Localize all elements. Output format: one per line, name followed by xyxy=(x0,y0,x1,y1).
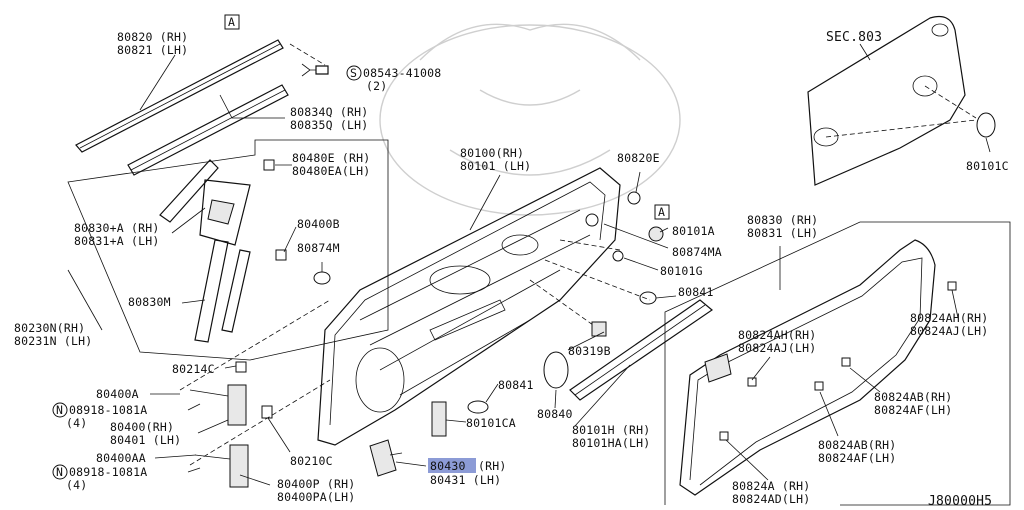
bolt-80210c xyxy=(261,405,273,419)
lower-trim-strip xyxy=(569,299,713,401)
sec803-panel xyxy=(807,15,966,186)
label-80480ea: 80480EA(LH) xyxy=(292,164,370,178)
ref-marker-a-1 xyxy=(224,14,240,30)
label-80101h: 80101H (RH) xyxy=(572,423,650,437)
label-80831lh: 80831 (LH) xyxy=(747,226,818,240)
label-80831a: 80831+A (LH) xyxy=(74,234,159,248)
label-80430-rh: (RH) xyxy=(478,459,507,473)
label-80100: 80100(RH) xyxy=(460,146,524,160)
door-inner-panel xyxy=(317,167,621,446)
label-80824ah-left: 80824AH(RH) xyxy=(738,328,816,342)
ref-marker-a-1-text: A xyxy=(228,15,235,29)
label-80830a: 80830+A (RH) xyxy=(74,221,159,235)
label-sec803: SEC.803 xyxy=(826,30,882,45)
lower-hinge xyxy=(194,444,249,488)
label-08543: 08543-41008 xyxy=(363,66,441,80)
labels: A A S N N 80820 (RH) 80821 (LH) 08543-41… xyxy=(14,15,1009,509)
label-80400p: 80400P (RH) xyxy=(277,477,355,491)
label-80820e: 80820E xyxy=(617,151,660,165)
label-80210c: 80210C xyxy=(290,454,333,468)
label-80214c: 80214C xyxy=(172,362,215,376)
label-80101c: 80101C xyxy=(966,159,1009,173)
ref-marker-a-2-text: A xyxy=(658,205,665,219)
label-08543-qty: (2) xyxy=(366,79,387,93)
seal-80840 xyxy=(543,351,569,389)
label-80400b: 80400B xyxy=(297,217,340,231)
s-symbol-text: S xyxy=(350,66,357,80)
label-80840: 80840 xyxy=(537,407,573,421)
label-80231n: 80231N (LH) xyxy=(14,334,92,348)
window-regulator xyxy=(159,159,251,343)
outer-weatherstrip xyxy=(75,39,284,153)
highlight-80430 xyxy=(428,458,476,473)
label-80841-right: 80841 xyxy=(678,285,714,299)
grommet-80874m xyxy=(313,271,331,285)
label-80101ha: 80101HA(LH) xyxy=(572,436,650,450)
s-symbol-circle xyxy=(346,65,362,81)
label-80400rh: 80400(RH) xyxy=(110,420,174,434)
label-80101a: 80101A xyxy=(672,224,715,238)
bolt-80400b xyxy=(275,249,287,261)
regulator-group-outline xyxy=(67,139,389,361)
label-80230n: 80230N(RH) xyxy=(14,321,85,335)
label-80430: 80430 xyxy=(430,459,466,473)
label-80101: 80101 (LH) xyxy=(460,159,531,173)
label-80841-left: 80841 xyxy=(498,378,534,392)
door-weatherstrip xyxy=(679,239,936,496)
label-80824aj-right: 80824AJ(LH) xyxy=(910,324,988,338)
label-80431: 80431 (LH) xyxy=(430,473,501,487)
label-08918-a: 08918-1081A xyxy=(69,403,147,417)
leader-lines xyxy=(67,43,991,486)
label-80101ca: 80101CA xyxy=(466,416,516,430)
bolt-80214c xyxy=(235,361,247,373)
bolt-80480e xyxy=(263,159,275,171)
label-80821: 80821 (LH) xyxy=(117,43,188,57)
inner-weatherstrip xyxy=(127,84,289,176)
label-80824af-2: 80824AF(LH) xyxy=(818,451,896,465)
label-08918-b: 08918-1081A xyxy=(69,465,147,479)
weatherstrip-clips xyxy=(719,281,957,441)
clip-80319b xyxy=(591,321,607,337)
trim-clip-row xyxy=(585,191,664,305)
label-80835q: 80835Q (LH) xyxy=(290,118,368,132)
n-symbol-circle-2 xyxy=(52,464,68,480)
label-80824ab-1: 80824AB(RH) xyxy=(874,390,952,404)
plug-80101c xyxy=(976,112,996,138)
ref-marker-a-2 xyxy=(654,204,670,220)
label-80401lh: 80401 (LH) xyxy=(110,433,181,447)
diagram-id: J80000H5 xyxy=(928,494,992,509)
weatherstrip-group-outline xyxy=(664,221,1011,506)
label-80400a: 80400A xyxy=(96,387,139,401)
label-80834q: 80834Q (RH) xyxy=(290,105,368,119)
door-lock-80430 xyxy=(369,439,403,477)
label-80480e: 80480E (RH) xyxy=(292,151,370,165)
label-80824af-1: 80824AF(LH) xyxy=(874,403,952,417)
label-80820: 80820 (RH) xyxy=(117,30,188,44)
label-80400aa: 80400AA xyxy=(96,451,146,465)
label-80400pa: 80400PA(LH) xyxy=(277,490,355,504)
label-80874m: 80874M xyxy=(297,241,340,255)
screw-08543 xyxy=(301,63,329,77)
pad-80101ca xyxy=(431,401,447,437)
label-80319b: 80319B xyxy=(568,344,611,358)
label-80830rh: 80830 (RH) xyxy=(747,213,818,227)
n-symbol-circle-1 xyxy=(52,402,68,418)
label-08918-a-qty: (4) xyxy=(66,416,87,430)
pad-80841 xyxy=(467,400,489,414)
label-80101g: 80101G xyxy=(660,264,703,278)
label-80824ab-2: 80824AB(RH) xyxy=(818,438,896,452)
label-80874ma: 80874MA xyxy=(672,245,722,259)
label-80824ah-right: 80824AH(RH) xyxy=(910,311,988,325)
n-symbol-text-1: N xyxy=(56,403,63,417)
label-80824aj-left: 80824AJ(LH) xyxy=(738,341,816,355)
label-80824ad: 80824AD(LH) xyxy=(732,492,810,506)
label-80830m: 80830M xyxy=(128,295,171,309)
n-symbol-text-2: N xyxy=(56,465,63,479)
label-80824a: 80824A (RH) xyxy=(732,479,810,493)
upper-hinge xyxy=(189,384,247,426)
watermark-logo xyxy=(379,23,681,216)
label-08918-b-qty: (4) xyxy=(66,478,87,492)
